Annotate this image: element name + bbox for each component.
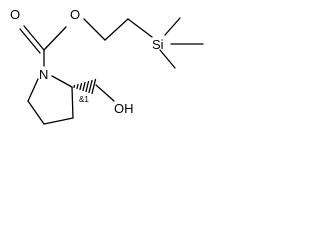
si-methyl-top-bond xyxy=(164,17,181,36)
chemical-structure-diagram: O O N Si OH &1 xyxy=(10,7,204,125)
ring-c5-c4-bond xyxy=(27,100,45,125)
hashed-wedge-bond xyxy=(73,78,97,95)
stereo-descriptor-label: &1 xyxy=(79,95,89,104)
ring-n-c5-bond xyxy=(27,78,39,102)
ring-c4-c3-bond xyxy=(43,117,74,125)
carbonyl-double-bond-b xyxy=(19,28,41,54)
si-methyl-bottom-bond xyxy=(159,49,176,69)
hydroxyl-label: OH xyxy=(114,101,134,116)
ch2-oh-bond xyxy=(95,84,115,102)
ring-c3-c2-bond xyxy=(71,86,74,119)
carbonyl-oxygen-label: O xyxy=(10,7,20,22)
ch2-si-bond xyxy=(127,18,153,38)
o-ch2-bond xyxy=(83,18,106,41)
ch2-ch2-bond xyxy=(104,18,129,41)
c-o-ester-bond xyxy=(43,26,67,51)
ester-oxygen-label: O xyxy=(70,7,80,22)
ring-c2-n-bond xyxy=(51,75,73,88)
ring-nitrogen-label: N xyxy=(39,67,48,82)
silicon-label: Si xyxy=(152,37,164,52)
carbonyl-double-bond-a xyxy=(23,25,45,51)
